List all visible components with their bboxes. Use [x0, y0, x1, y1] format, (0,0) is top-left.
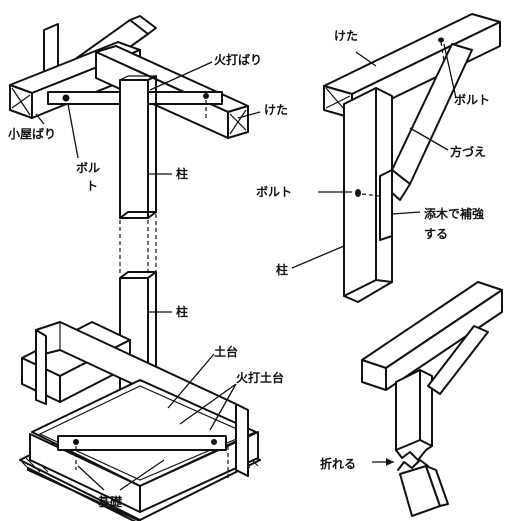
label-hashira-upper: 柱 — [176, 166, 188, 181]
label-soegi-2: する — [424, 227, 448, 241]
label-bolt-right-mid: ボルト — [256, 184, 292, 199]
label-hozue: 方づえ — [450, 144, 486, 159]
labels: 火打ばり けた 小屋ばり ボル ト 柱 柱 土台 火打土台 基礎 けた ボルト … — [8, 29, 490, 509]
label-hiuchibari: 火打ばり — [214, 52, 262, 67]
label-kiso: 基礎 — [97, 494, 123, 509]
upper-beam-assembly — [9, 15, 249, 219]
label-hashira-lower: 柱 — [176, 304, 188, 319]
leader-lines — [35, 43, 457, 491]
column-gap — [119, 214, 157, 276]
label-oreru: 折れる — [320, 456, 356, 471]
label-bolt-left-2: ト — [86, 179, 98, 193]
label-hashira-right: 柱 — [276, 262, 288, 277]
broken-brace-example — [361, 281, 503, 517]
label-keta-right: けた — [334, 29, 358, 43]
label-bolt-left-1: ボル — [76, 160, 100, 175]
label-bolt-right-top: ボルト — [454, 92, 490, 107]
label-koyabari: 小屋ばり — [8, 126, 56, 141]
label-soegi-1: 添木で補強 — [424, 206, 484, 221]
label-hiuchidodai: 火打土台 — [236, 370, 284, 385]
label-keta-left: けた — [264, 103, 288, 117]
lower-column-and-sill — [19, 271, 261, 521]
label-dodai: 土台 — [214, 344, 238, 359]
